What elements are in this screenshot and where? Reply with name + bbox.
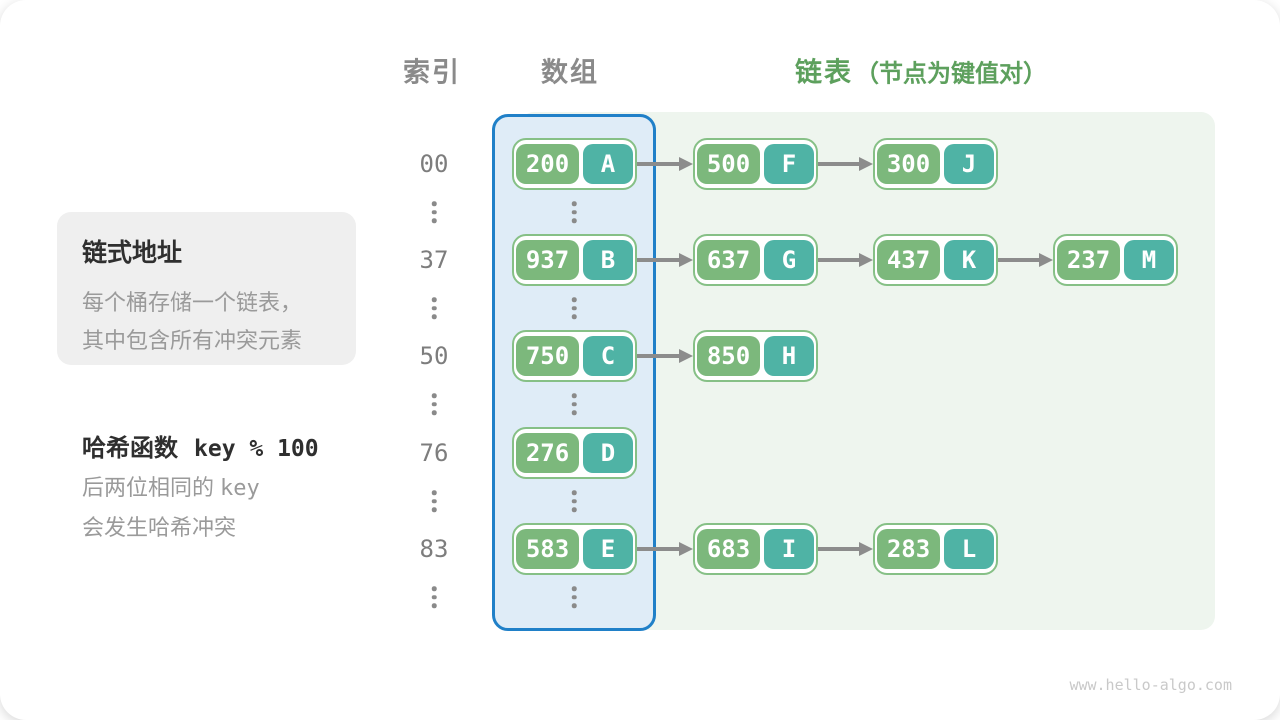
ellipsis-dots (431, 297, 437, 319)
ellipsis-dots (431, 586, 437, 608)
node-value: L (944, 529, 994, 569)
hash-title-prefix: 哈希函数 (82, 435, 178, 462)
hash-note-line: 会发生哈希冲突 (82, 515, 237, 540)
link-arrow (818, 162, 859, 166)
ellipsis-dots (431, 393, 437, 415)
hash-title-code: key % 100 (194, 436, 319, 462)
link-arrow (637, 258, 679, 262)
node-value: B (583, 240, 633, 280)
definition-box: 链式地址 每个桶存储一个链表， 其中包含所有冲突元素 (57, 212, 356, 365)
row-index-label: 50 (419, 342, 449, 370)
link-arrow (818, 258, 859, 262)
node-key: 750 (516, 336, 579, 376)
link-arrow (818, 547, 859, 551)
node-value: D (583, 433, 633, 473)
link-arrow (637, 354, 679, 358)
link-arrow (637, 162, 679, 166)
link-arrow (637, 547, 679, 551)
node-value: M (1124, 240, 1174, 280)
row-index-label: 76 (419, 439, 449, 467)
definition-line: 其中包含所有冲突元素 (82, 328, 303, 353)
node-key: 500 (697, 144, 760, 184)
definition-line: 每个桶存储一个链表， (82, 290, 303, 315)
node-value: C (583, 336, 633, 376)
row-index-label: 83 (419, 535, 449, 563)
column-header-index: 索引 (403, 57, 461, 88)
ellipsis-dots (431, 490, 437, 512)
ellipsis-dots (571, 393, 577, 415)
ellipsis-dots (571, 297, 577, 319)
ellipsis-dots (431, 201, 437, 223)
node-key: 237 (1057, 240, 1120, 280)
hash-line1-text: 后两位相同的 (82, 475, 215, 500)
node-value: A (583, 144, 633, 184)
row-index-label: 00 (419, 150, 449, 178)
node-value: F (764, 144, 814, 184)
node-value: K (944, 240, 994, 280)
list-note: （节点为键值对） (855, 60, 1047, 88)
node-key: 200 (516, 144, 579, 184)
link-arrow (998, 258, 1039, 262)
node-value: E (583, 529, 633, 569)
node-value: H (764, 336, 814, 376)
node-key: 937 (516, 240, 579, 280)
ellipsis-dots (571, 201, 577, 223)
node-key: 283 (877, 529, 940, 569)
column-header-list: 链表（节点为键值对） (795, 51, 1047, 90)
node-key: 850 (697, 336, 760, 376)
ellipsis-dots (571, 490, 577, 512)
node-key: 683 (697, 529, 760, 569)
node-value: I (764, 529, 814, 569)
row-index-label: 37 (419, 246, 449, 274)
node-value: G (764, 240, 814, 280)
node-key: 637 (697, 240, 760, 280)
node-key: 583 (516, 529, 579, 569)
hash-line1-code: key (220, 476, 260, 501)
node-value: J (944, 144, 994, 184)
node-key: 437 (877, 240, 940, 280)
node-key: 300 (877, 144, 940, 184)
definition-title: 链式地址 (82, 239, 183, 267)
list-label: 链表 (795, 57, 853, 88)
column-header-array: 数组 (541, 57, 599, 88)
node-key: 276 (516, 433, 579, 473)
ellipsis-dots (571, 586, 577, 608)
hash-function-title: 哈希函数 key % 100 (82, 430, 319, 468)
watermark: www.hello-algo.com (1069, 676, 1232, 694)
